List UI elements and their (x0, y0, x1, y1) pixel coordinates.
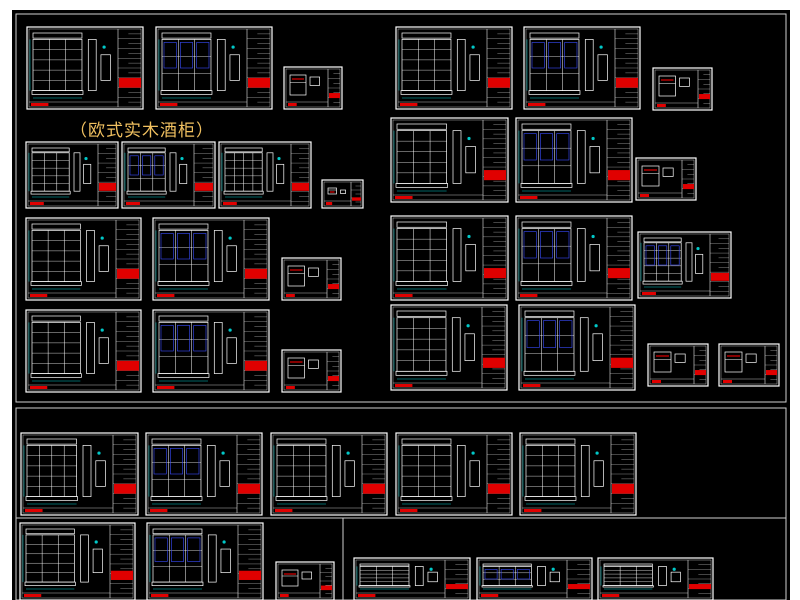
cabinet-elevation (521, 310, 603, 380)
cabinet-elevation (124, 147, 188, 198)
cabinet-elevation (289, 74, 320, 96)
drawing-sheet (283, 66, 343, 110)
cabinet-elevation (155, 315, 237, 382)
drawing-sheet (523, 26, 641, 110)
cabinet-elevation (28, 147, 92, 198)
cabinet-elevation (640, 237, 704, 288)
cabinet-elevation (22, 528, 103, 590)
drawing-sheet (476, 557, 593, 600)
cabinet-elevation (658, 75, 690, 97)
cabinet-elevation (398, 438, 480, 505)
lower-section-frame (15, 407, 787, 600)
drawing-sheet (518, 304, 636, 391)
drawing-sheet (647, 343, 709, 387)
cabinet-elevation (287, 357, 319, 379)
drawing-sheet (155, 26, 273, 110)
drawing-sheet (152, 309, 270, 393)
drawing-sheet (353, 557, 471, 600)
drawing-sheet (218, 141, 312, 209)
cabinet-elevation (155, 223, 237, 290)
drawing-sheet (390, 215, 509, 301)
cabinet-elevation (641, 165, 674, 187)
drawing-sheet (20, 432, 139, 516)
cabinet-elevation (653, 351, 686, 373)
drawing-sheet (25, 141, 119, 209)
cabinet-elevation (281, 569, 312, 587)
drawing-sheet (515, 215, 633, 301)
drawing-sheet (121, 141, 216, 209)
cabinet-elevation (273, 438, 355, 505)
cabinet-elevation (148, 438, 230, 505)
cabinet-elevation (526, 32, 608, 99)
drawing-sheet (152, 217, 270, 301)
drawing-sheet (635, 157, 697, 201)
cabinet-elevation (28, 315, 109, 382)
drawing-sheet (597, 557, 714, 600)
cabinet-elevation (158, 32, 240, 99)
cabinet-elevation (522, 438, 604, 505)
drawing-sheet (145, 432, 263, 516)
drawing-sheet (146, 522, 264, 600)
upper-section-frame (15, 13, 787, 403)
drawing-sheet (19, 522, 136, 600)
drawing-sheet (515, 117, 633, 203)
drawing-sheet (395, 432, 513, 516)
drawing-sheet (281, 349, 342, 393)
drawing-sheet (637, 231, 732, 299)
cabinet-elevation (327, 187, 346, 195)
drawing-sheet (519, 432, 637, 516)
cabinet-elevation (23, 438, 106, 505)
cabinet-elevation (393, 123, 476, 192)
drawing-sheet (26, 26, 144, 110)
cabinet-elevation (221, 147, 285, 198)
drawing-sheet (270, 432, 388, 516)
drawing-sheet (275, 561, 335, 600)
drawing-sheet (395, 26, 513, 110)
cabinet-elevation (518, 221, 600, 290)
cabinet-elevation (393, 310, 475, 380)
cabinet-elevation (479, 563, 560, 590)
cabinet-elevation (393, 221, 476, 290)
cabinet-elevation (600, 563, 681, 590)
drawing-sheet (652, 67, 713, 111)
wine-cabinet-caption: （欧式实木酒柜） (70, 121, 214, 141)
drawing-sheet (25, 217, 142, 301)
cabinet-elevation (28, 223, 109, 290)
cabinet-elevation (29, 32, 111, 99)
cabinet-elevation (398, 32, 480, 99)
drawing-sheet (25, 309, 142, 393)
cabinet-elevation (149, 528, 231, 590)
cabinet-elevation (518, 123, 600, 192)
drawing-sheet (390, 304, 508, 391)
cabinet-elevation (356, 563, 438, 590)
drawing-sheet (718, 343, 780, 387)
cabinet-elevation (287, 265, 319, 287)
drawing-sheet (390, 117, 509, 203)
cabinet-elevation (724, 351, 757, 373)
drawing-sheet (321, 179, 364, 209)
drawing-sheet (281, 257, 342, 301)
